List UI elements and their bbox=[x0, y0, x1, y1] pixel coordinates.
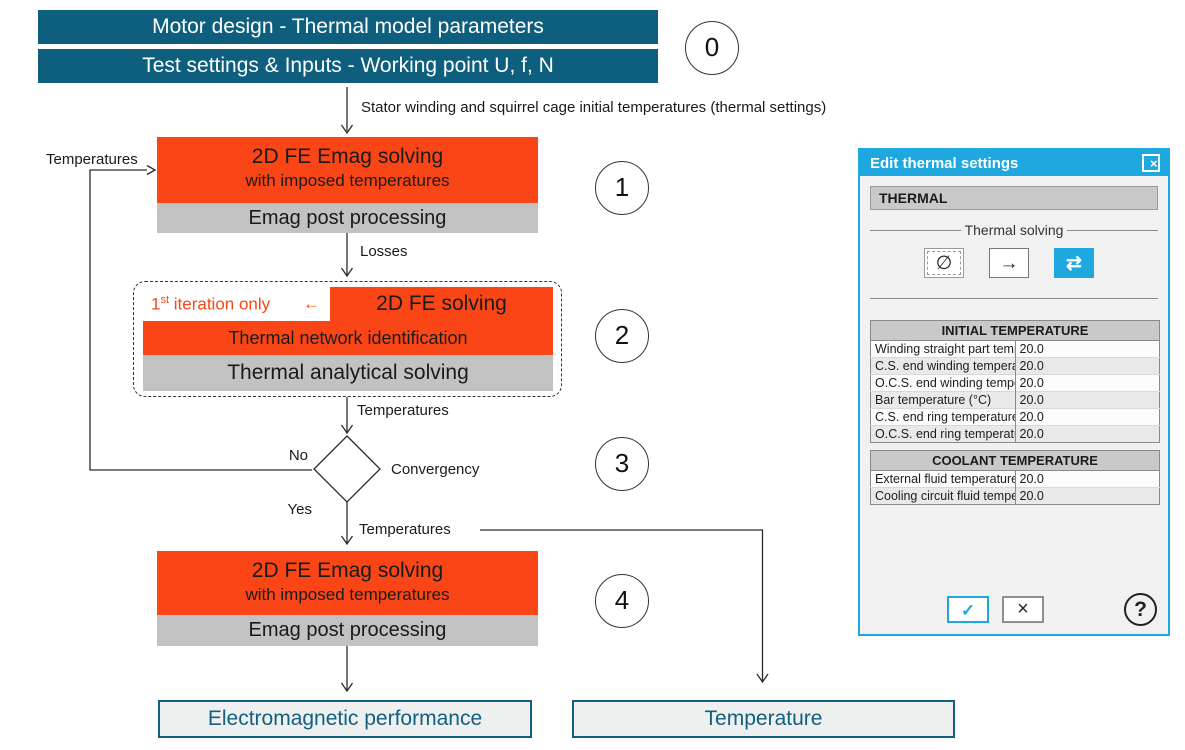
convergency-diamond bbox=[313, 435, 381, 503]
arrow-step1-to-step2 bbox=[340, 233, 354, 278]
table-row: C.S. end ring temperature (°C)20.0 bbox=[870, 408, 1160, 426]
step2-network-identification-box: Thermal network identification bbox=[143, 321, 553, 355]
step4-subtitle: with imposed temperatures bbox=[245, 585, 450, 604]
coolant-temperature-header: COOLANT TEMPERATURE bbox=[870, 450, 1160, 471]
ok-button[interactable]: ✓ bbox=[947, 596, 989, 623]
table-row: Bar temperature (°C)20.0 bbox=[870, 391, 1160, 409]
label-temperatures-mid: Temperatures bbox=[357, 402, 449, 419]
param-label-cell: O.C.S. end ring temperature (°C) bbox=[870, 425, 1015, 443]
output-temperature: Temperature bbox=[572, 700, 955, 738]
thermal-section-header: THERMAL bbox=[870, 186, 1158, 210]
param-value-cell[interactable]: 20.0 bbox=[1014, 391, 1160, 409]
two-way-arrow-icon: ⇄ bbox=[1066, 253, 1082, 274]
step-badge-1: 1 bbox=[595, 161, 649, 215]
table-row: External fluid temperature (°C)20.0 bbox=[870, 470, 1160, 488]
step-badge-0: 0 bbox=[685, 21, 739, 75]
cancel-x-icon: × bbox=[1017, 598, 1029, 620]
table-row: C.S. end winding temperature (°C)20.0 bbox=[870, 357, 1160, 375]
step2-fe-solving-box: 2D FE solving bbox=[330, 287, 553, 321]
label-initial-temperatures: Stator winding and squirrel cage initial… bbox=[361, 99, 827, 116]
question-mark-icon: ? bbox=[1134, 598, 1147, 621]
feedback-arrowhead bbox=[146, 164, 157, 176]
dialog-separator bbox=[870, 298, 1158, 299]
arrow-diamond-to-step4 bbox=[340, 502, 354, 546]
label-losses: Losses bbox=[360, 243, 408, 260]
step4-emag-solving-box: 2D FE Emag solving with imposed temperat… bbox=[157, 551, 538, 615]
step4-post-processing-box: Emag post processing bbox=[157, 615, 538, 646]
thermal-solving-group-label: Thermal solving bbox=[870, 222, 1158, 238]
arrow-step4-to-output bbox=[340, 646, 354, 693]
param-value-cell[interactable]: 20.0 bbox=[1014, 425, 1160, 443]
param-value-cell[interactable]: 20.0 bbox=[1014, 408, 1160, 426]
left-arrow-icon: ← bbox=[303, 294, 320, 313]
step1-emag-solving-box: 2D FE Emag solving with imposed temperat… bbox=[157, 137, 538, 203]
close-icon[interactable]: × bbox=[1142, 154, 1160, 172]
param-value-cell[interactable]: 20.0 bbox=[1014, 357, 1160, 375]
table-row: Cooling circuit fluid temperature (°C)20… bbox=[870, 487, 1160, 505]
thermal-solving-none-button[interactable]: ∅ bbox=[924, 248, 964, 278]
arrow-step2-to-diamond bbox=[340, 397, 354, 435]
check-icon: ✓ bbox=[960, 601, 976, 620]
param-label-cell: C.S. end winding temperature (°C) bbox=[870, 357, 1015, 375]
table-row: O.C.S. end ring temperature (°C)20.0 bbox=[870, 425, 1160, 443]
step1-post-processing-box: Emag post processing bbox=[157, 203, 538, 233]
step2-first-iteration-note: 1st iteration only ← bbox=[143, 287, 330, 321]
param-label-cell: O.C.S. end winding temperature (°C) bbox=[870, 374, 1015, 392]
branch-temperatures-line bbox=[480, 529, 769, 684]
dialog-titlebar[interactable]: Edit thermal settings × bbox=[860, 150, 1168, 176]
param-label-cell: Cooling circuit fluid temperature (°C) bbox=[870, 487, 1015, 505]
param-label-cell: External fluid temperature (°C) bbox=[870, 470, 1015, 488]
thermal-solving-label-text: Thermal solving bbox=[964, 222, 1064, 238]
step1-title: 2D FE Emag solving bbox=[251, 145, 444, 168]
table-row: Winding straight part temperature (°C)20… bbox=[870, 340, 1160, 358]
thermal-solving-one-way-button[interactable]: → bbox=[989, 248, 1029, 278]
step-badge-4: 4 bbox=[595, 574, 649, 628]
banner-test-settings: Test settings & Inputs - Working point U… bbox=[38, 49, 658, 83]
step2-analytical-solving-box: Thermal analytical solving bbox=[143, 355, 553, 391]
arrow-banner-to-step1 bbox=[340, 87, 354, 135]
banner-motor-design: Motor design - Thermal model parameters bbox=[38, 10, 658, 44]
param-label-cell: Winding straight part temperature (°C) bbox=[870, 340, 1015, 358]
step4-title: 2D FE Emag solving bbox=[251, 559, 444, 582]
param-value-cell[interactable]: 20.0 bbox=[1014, 374, 1160, 392]
step1-subtitle: with imposed temperatures bbox=[245, 171, 450, 190]
output-electromagnetic-performance: Electromagnetic performance bbox=[158, 700, 532, 738]
edit-thermal-settings-dialog: Edit thermal settings × THERMAL Thermal … bbox=[858, 148, 1170, 636]
cancel-button[interactable]: × bbox=[1002, 596, 1044, 623]
param-label-cell: Bar temperature (°C) bbox=[870, 391, 1015, 409]
label-convergency: Convergency bbox=[391, 461, 480, 478]
dialog-title: Edit thermal settings bbox=[870, 154, 1019, 172]
param-value-cell[interactable]: 20.0 bbox=[1014, 487, 1160, 505]
feedback-loop-line bbox=[89, 169, 312, 471]
label-yes: Yes bbox=[287, 501, 312, 518]
thermal-solving-two-way-button[interactable]: ⇄ bbox=[1054, 248, 1094, 278]
table-row: O.C.S. end winding temperature (°C)20.0 bbox=[870, 374, 1160, 392]
param-value-cell[interactable]: 20.0 bbox=[1014, 470, 1160, 488]
initial-temperature-table: INITIAL TEMPERATURE Winding straight par… bbox=[870, 320, 1160, 443]
one-way-arrow-icon: → bbox=[999, 253, 1019, 274]
coolant-temperature-table: COOLANT TEMPERATURE External fluid tempe… bbox=[870, 450, 1160, 505]
param-label-cell: C.S. end ring temperature (°C) bbox=[870, 408, 1015, 426]
step-badge-3: 3 bbox=[595, 437, 649, 491]
first-iteration-text: 1st iteration only bbox=[151, 293, 271, 314]
label-temperatures-loop: Temperatures bbox=[46, 151, 138, 168]
help-button[interactable]: ? bbox=[1124, 593, 1157, 626]
no-solving-icon: ∅ bbox=[935, 253, 953, 274]
label-temperatures-out: Temperatures bbox=[359, 521, 451, 538]
initial-temperature-header: INITIAL TEMPERATURE bbox=[870, 320, 1160, 341]
step-badge-2: 2 bbox=[595, 309, 649, 363]
label-no: No bbox=[288, 447, 308, 464]
param-value-cell[interactable]: 20.0 bbox=[1014, 340, 1160, 358]
